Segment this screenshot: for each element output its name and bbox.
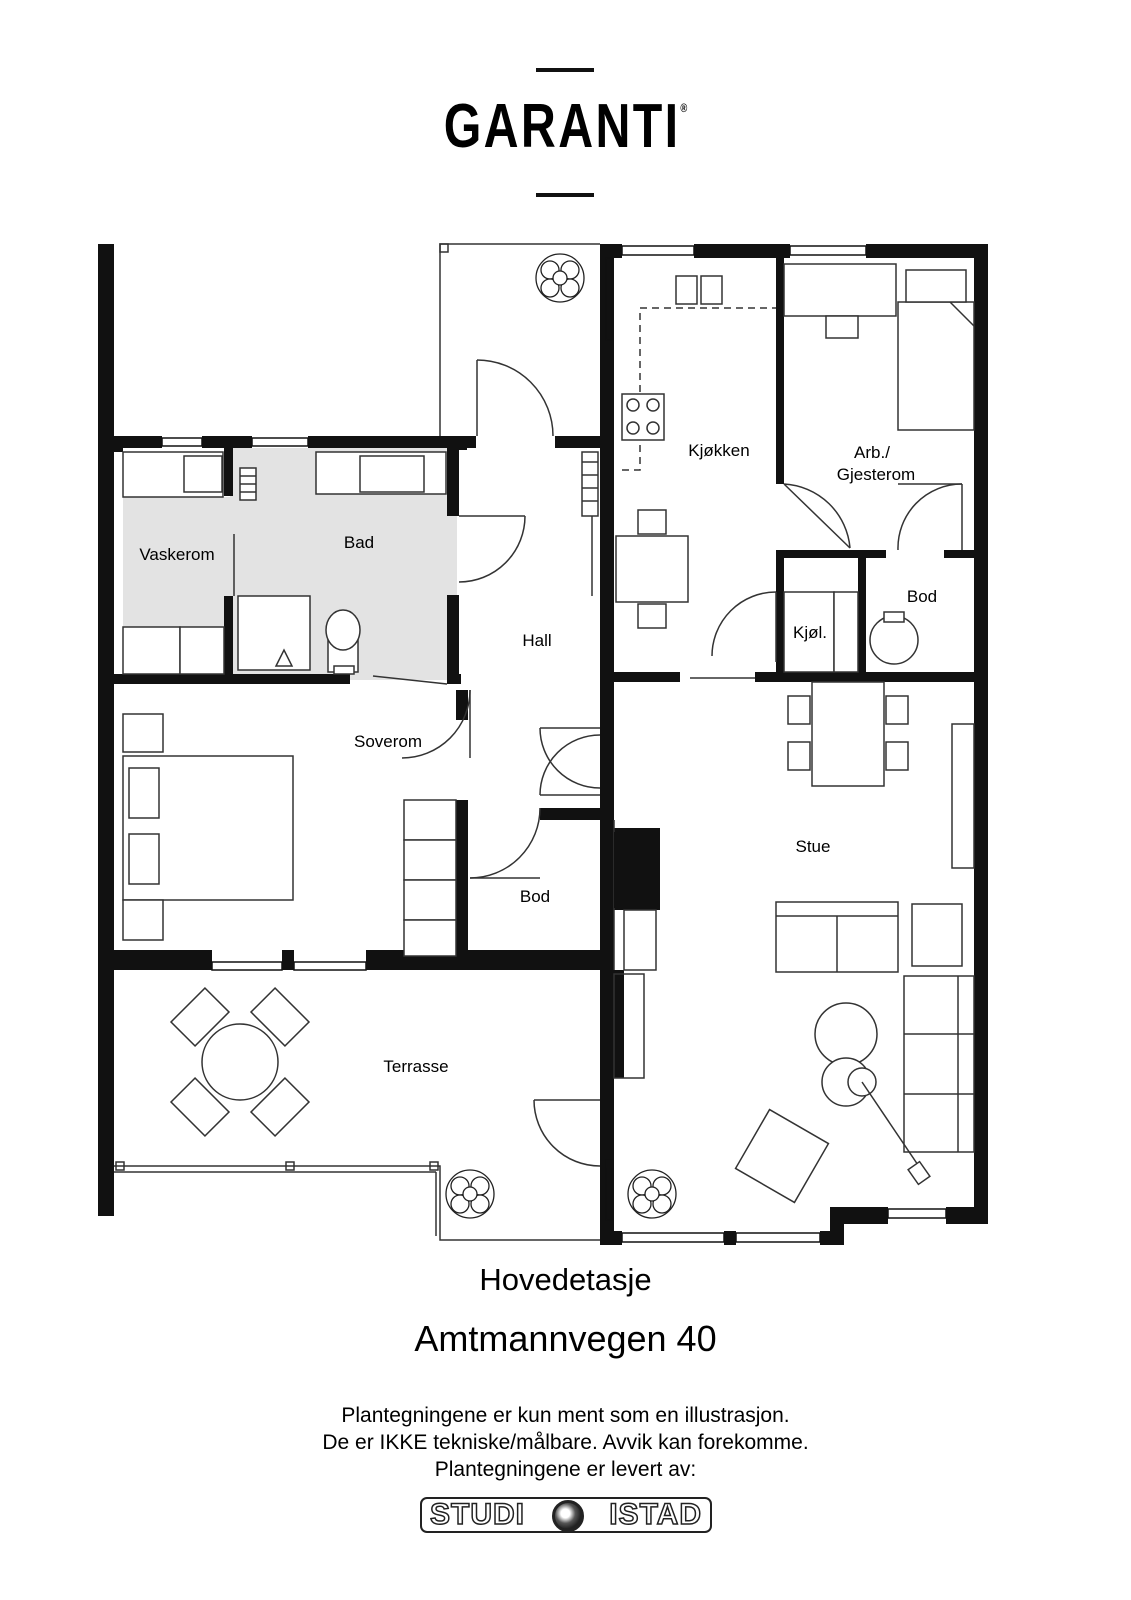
studio-istad-logo: STUDI ISTAD bbox=[420, 1497, 712, 1533]
disclaimer-line-1: Plantegningene er kun ment som en illust… bbox=[341, 1404, 790, 1427]
plant-icon bbox=[445, 253, 677, 1219]
logo-text: GARANTI bbox=[443, 92, 681, 161]
garanti-logo: GARANTI® bbox=[124, 96, 1006, 158]
disclaimer-line-2: De er IKKE tekniske/målbare. Avvik kan f… bbox=[322, 1431, 809, 1454]
logo-bottom-rule bbox=[536, 193, 594, 197]
disclaimer-note: Plantegningene er kun ment som en illust… bbox=[0, 1402, 1131, 1483]
room-label-soverom: Soverom bbox=[354, 732, 422, 751]
room-label-kjokken: Kjøkken bbox=[688, 441, 749, 460]
studio-logo-frame bbox=[420, 1497, 712, 1533]
studio-logo-left-text: STUDI bbox=[429, 1497, 525, 1532]
room-labels: Vaskerom Bad Kjøkken Arb./ Gjesterom Bod… bbox=[139, 441, 937, 1076]
floor-name: Hovedetasje bbox=[479, 1262, 652, 1297]
furniture bbox=[122, 263, 975, 1204]
exterior-walls bbox=[98, 244, 988, 1245]
room-label-bad: Bad bbox=[344, 533, 374, 552]
room-label-gjesterom: Gjesterom bbox=[837, 465, 915, 484]
room-label-stue: Stue bbox=[796, 837, 831, 856]
fireplace bbox=[614, 832, 660, 908]
logo-top-rule bbox=[536, 68, 594, 72]
disclaimer-line-3: Plantegningene er levert av: bbox=[434, 1458, 697, 1481]
studio-logo-right-text: ISTAD bbox=[608, 1497, 702, 1532]
room-label-arb: Arb./ bbox=[854, 443, 890, 462]
room-label-hall: Hall bbox=[522, 631, 551, 650]
camera-lens-icon bbox=[552, 1500, 584, 1532]
doors bbox=[372, 359, 963, 1167]
room-label-bod-lower: Bod bbox=[520, 887, 550, 906]
address-title: Amtmannvegen 40 bbox=[414, 1318, 717, 1359]
room-label-kjol: Kjøl. bbox=[793, 623, 827, 642]
room-label-vaskerom: Vaskerom bbox=[139, 545, 214, 564]
room-label-bod-upper: Bod bbox=[907, 587, 937, 606]
registered-mark: ® bbox=[680, 101, 688, 115]
room-label-terrasse: Terrasse bbox=[383, 1057, 448, 1076]
